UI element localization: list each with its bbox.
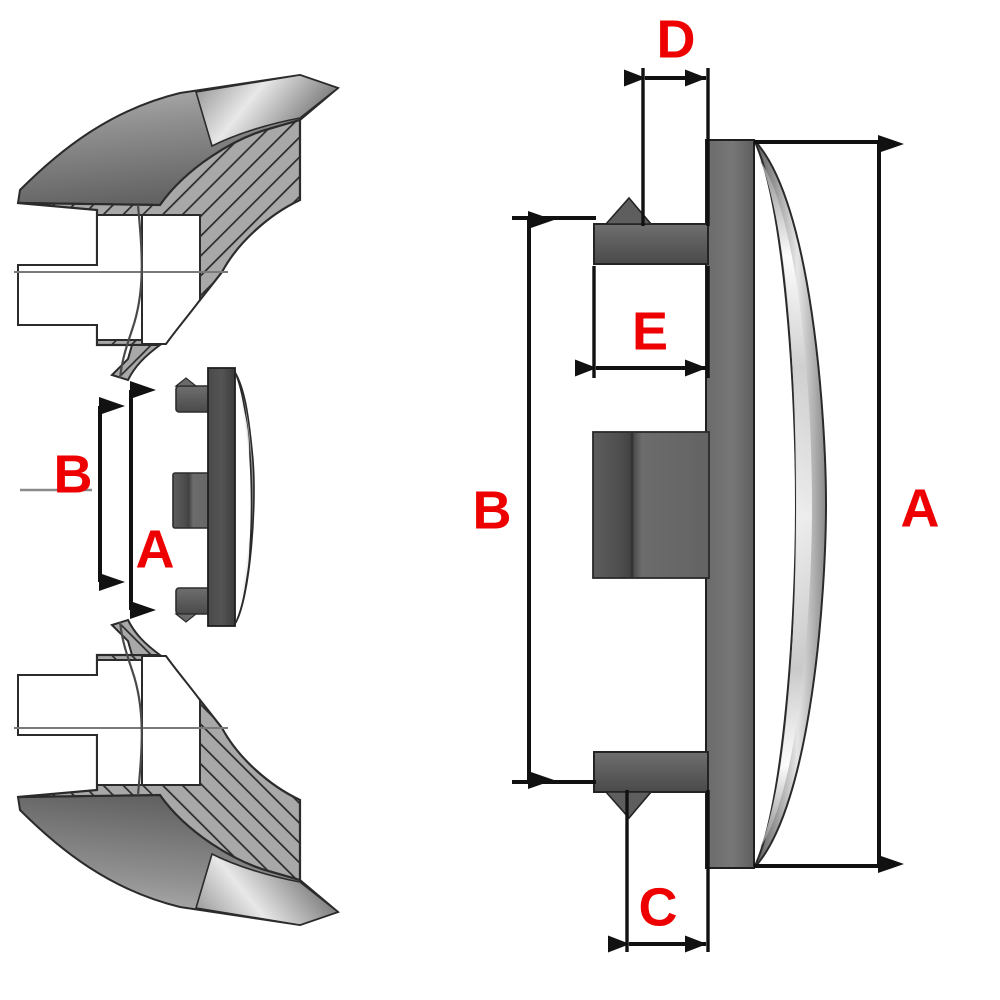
dimension-C-label: C	[639, 877, 678, 937]
cap-dome-small	[234, 371, 255, 625]
hub-inner-wall-upper	[141, 214, 201, 345]
dimension-D-label: D	[657, 9, 696, 69]
centre-cap-small-profile	[172, 367, 255, 627]
cap-dome-highlight	[760, 160, 812, 848]
cap-body-small	[207, 367, 236, 627]
rim-flange-upper-highlight	[194, 74, 340, 148]
hub-seat-lip-upper	[110, 344, 164, 382]
dimension-D: D	[624, 9, 710, 226]
left-view-wheel-cross-section: B A	[14, 73, 340, 927]
dimension-B-right: B	[473, 211, 596, 789]
hub-seat-lip-lower	[110, 618, 164, 656]
dimension-A-right-label: A	[901, 478, 940, 538]
lower-half-group	[14, 618, 340, 927]
cap-clip-barb-bottom-small	[174, 613, 198, 623]
right-view-centre-cap-profile: D E C B A	[473, 9, 940, 953]
rim-flange-lower-highlight	[194, 852, 340, 926]
dimension-A-left: A	[129, 381, 175, 619]
cap-centre-boss	[592, 431, 710, 579]
cap-body-wall	[705, 139, 755, 869]
wheel-face-profile-lower	[118, 621, 143, 796]
dimension-B-right-label: B	[473, 480, 512, 540]
cap-clip-barb-top-small	[174, 377, 198, 387]
dimension-B-left: B	[20, 397, 125, 591]
cap-clip-upper-barb	[604, 196, 653, 225]
dimension-B-left-label: B	[54, 444, 93, 504]
dimension-E: E	[575, 266, 710, 378]
dimension-A-right: A	[754, 135, 940, 873]
cap-clip-upper	[593, 223, 709, 265]
dimension-C: C	[608, 790, 710, 953]
wheel-face-profile-upper	[118, 204, 143, 379]
hub-inner-wall-lower	[141, 655, 201, 786]
dimension-A-left-label: A	[136, 519, 175, 579]
cap-clip-lower	[593, 751, 709, 793]
dimension-E-label: E	[632, 301, 668, 361]
